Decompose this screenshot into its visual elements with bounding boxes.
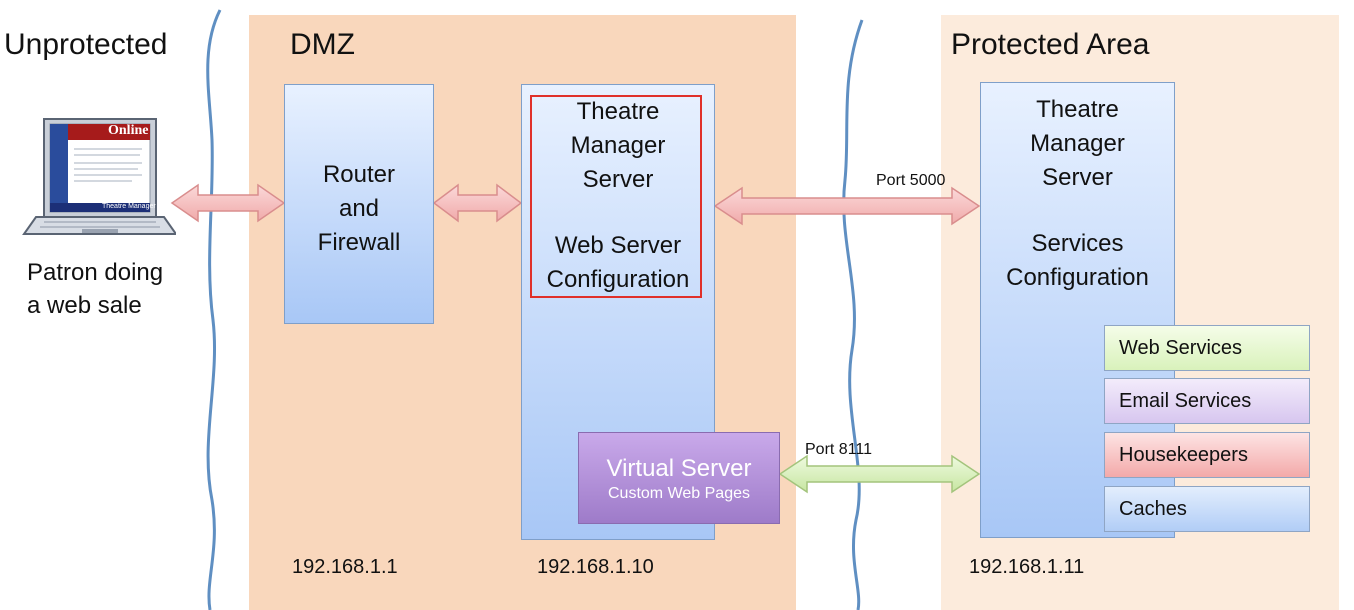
service-caches: Caches — [1104, 486, 1310, 532]
tm-services-line4: Services — [1031, 230, 1124, 257]
ip-router: 192.168.1.1 — [292, 556, 398, 578]
laptop-screen-brand: Online — [108, 123, 149, 138]
ip-tm-web: 192.168.1.10 — [537, 556, 654, 578]
tm-services-line1: Theatre — [1036, 96, 1119, 123]
virtual-server-subtitle: Custom Web Pages — [608, 485, 750, 502]
boundary-unprotected-dmz — [206, 9, 222, 610]
web-config-highlight — [530, 95, 702, 298]
tm-web-line1: Theatre — [576, 98, 660, 125]
tm-web-line5: Configuration — [546, 266, 690, 293]
arrow-port-5000 — [713, 186, 981, 226]
tm-services-line3: Server — [1042, 164, 1113, 191]
boundary-dmz-protected — [842, 19, 864, 610]
patron-label-line2: a web sale — [27, 292, 142, 319]
router-label-line3: Firewall — [317, 229, 401, 256]
service-email: Email Services — [1104, 378, 1310, 424]
router-firewall-box: Router and Firewall — [284, 84, 434, 324]
ip-tm-services: 192.168.1.11 — [969, 556, 1085, 578]
tm-services-server-box: Theatre Manager Server Services Configur… — [980, 82, 1175, 538]
tm-web-line4: Web Server — [554, 232, 682, 259]
port-8111-label: Port 8111 — [805, 441, 873, 458]
service-web: Web Services — [1104, 325, 1310, 371]
zone-title-protected: Protected Area — [951, 28, 1150, 61]
patron-label: Patron doing a web sale — [27, 256, 163, 322]
port-5000-label: Port 5000 — [876, 172, 946, 189]
arrow-port-8111 — [778, 454, 981, 494]
virtual-server-title: Virtual Server — [606, 455, 752, 482]
service-housekeepers: Housekeepers — [1104, 432, 1310, 478]
arrow-router-tm — [432, 183, 523, 223]
patron-label-line1: Patron doing — [27, 259, 164, 286]
tm-web-line2: Manager — [570, 132, 666, 159]
tm-services-line5: Configuration — [1006, 264, 1149, 291]
laptop-icon: Online Theatre Manager — [22, 117, 176, 236]
zone-title-dmz: DMZ — [290, 28, 355, 61]
router-label-line1: Router — [322, 161, 396, 188]
laptop-screen-footer: Theatre Manager — [102, 203, 156, 210]
router-label-line2: and — [338, 195, 380, 222]
tm-web-line3: Server — [582, 166, 654, 193]
arrow-patron-router — [170, 183, 286, 223]
zone-title-unprotected: Unprotected — [4, 28, 168, 61]
tm-services-line2: Manager — [1030, 130, 1125, 157]
virtual-server-box: Virtual Server Custom Web Pages — [578, 432, 780, 524]
